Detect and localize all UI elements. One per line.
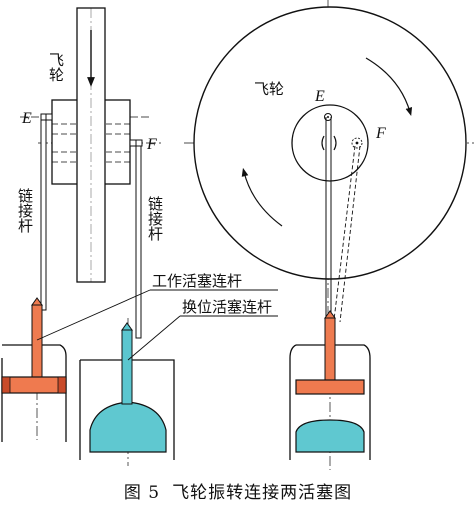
shifting-piston-assembly bbox=[79, 318, 175, 466]
right-piston-assembly bbox=[289, 310, 371, 470]
flywheel-front-label: 飞轮 bbox=[254, 80, 284, 98]
shifting-rod bbox=[121, 329, 133, 405]
link-rod-left bbox=[40, 119, 47, 311]
right-liquid bbox=[295, 419, 365, 453]
figure-number: 图 5 bbox=[123, 483, 161, 503]
working-piston bbox=[1, 376, 67, 394]
right-working-piston bbox=[295, 379, 365, 395]
side-view: 飞轮 E F 链接杆 链接杆 bbox=[16, 7, 164, 339]
right-working-rod bbox=[324, 317, 336, 387]
front-view: 飞轮 E F bbox=[184, 0, 474, 330]
rotation-arrow-lower bbox=[241, 167, 283, 227]
figure-caption: 图 5 飞轮振转连接两活塞图 bbox=[0, 478, 476, 503]
shifting-liquid bbox=[89, 401, 167, 453]
flywheel-side-label: 飞轮 bbox=[47, 52, 65, 82]
link-rod-right bbox=[135, 145, 142, 339]
point-f-front-label: F bbox=[375, 125, 386, 142]
point-e-label: E bbox=[21, 110, 32, 127]
working-piston-assembly bbox=[1, 297, 67, 442]
link-rod-right-label: 链接杆 bbox=[146, 196, 164, 241]
working-rod bbox=[31, 304, 43, 378]
working-rod-label: 工作活塞连杆 bbox=[152, 272, 242, 290]
rotation-arrow-upper bbox=[365, 57, 413, 117]
shifting-rod-label: 换位活塞连杆 bbox=[182, 298, 272, 316]
flywheel-inner-disk bbox=[291, 104, 369, 182]
link-rod-left-label: 链接杆 bbox=[16, 188, 34, 233]
figure-title: 飞轮振转连接两活塞图 bbox=[172, 483, 353, 503]
point-e-front-label: E bbox=[314, 88, 325, 105]
point-f-label: F bbox=[146, 136, 157, 153]
